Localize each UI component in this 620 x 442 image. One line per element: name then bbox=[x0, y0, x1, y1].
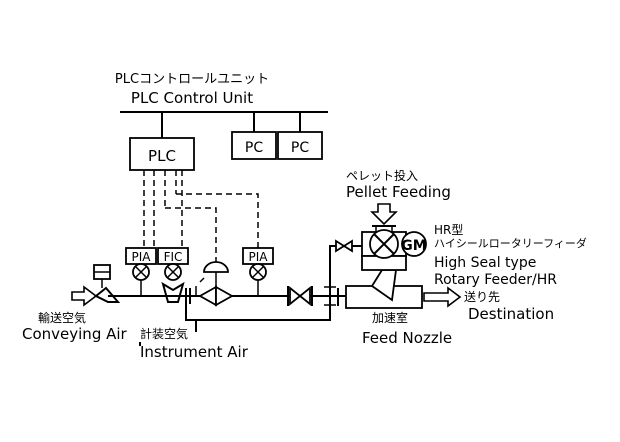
branch-valve-right-icon bbox=[342, 239, 353, 253]
feed-nozzle-en: Feed Nozzle bbox=[362, 329, 452, 347]
pc-box-1-frame bbox=[231, 131, 277, 160]
pellet-label-en: Pellet Feeding bbox=[346, 183, 451, 201]
plc-box-label: PLC bbox=[148, 147, 176, 165]
rotor-x2 bbox=[373, 233, 395, 255]
pellet-label-jp: ペレット投入 bbox=[346, 168, 418, 183]
signal-to-pia-right bbox=[176, 193, 259, 248]
pia-left: PIA bbox=[125, 247, 157, 296]
rotary-feeder: GM bbox=[361, 225, 427, 271]
pc-box-1: PC bbox=[231, 131, 277, 160]
control-valve-right bbox=[215, 285, 234, 307]
pia-right-label: PIA bbox=[249, 250, 269, 264]
inlet-filter bbox=[93, 264, 121, 303]
destination: 送り先 Destination bbox=[423, 286, 554, 323]
check-valve-right-icon bbox=[298, 286, 311, 306]
destination-arrow-icon bbox=[423, 286, 462, 308]
conveying-air-arrow-icon bbox=[71, 285, 98, 307]
feeder-labels: HR型 ハイシールロータリーフィーダ High Seal type Rotary… bbox=[434, 223, 587, 288]
feeder-air-branch bbox=[324, 239, 364, 306]
destination-en: Destination bbox=[468, 305, 554, 323]
feed-nozzle-jp: 加速室 bbox=[372, 310, 408, 325]
feed-nozzle bbox=[337, 269, 423, 309]
instrument-air-en: Instrument Air bbox=[140, 343, 249, 361]
conveying-air-jp: 輸送空気 bbox=[38, 310, 86, 325]
fic-x2 bbox=[166, 265, 180, 279]
feeder-en-line2: Rotary Feeder/HR bbox=[434, 272, 557, 288]
feeder-name-jp: ハイシールロータリーフィーダ bbox=[434, 236, 587, 250]
pc-box-2: PC bbox=[277, 131, 323, 160]
control-valve-left bbox=[198, 285, 217, 307]
instrument-air-loop bbox=[185, 296, 331, 321]
conveying-air-en: Conveying Air bbox=[22, 325, 128, 343]
instrument-air-jp: 計装空気 bbox=[140, 326, 188, 341]
pellet-down-arrow-icon bbox=[370, 203, 398, 226]
pc-box-1-label: PC bbox=[245, 140, 263, 156]
plc-box: PLC bbox=[129, 137, 195, 171]
pc-box-2-frame bbox=[277, 131, 323, 160]
pia-right: PIA bbox=[242, 247, 274, 296]
fic-instrument: FIC bbox=[157, 247, 191, 304]
check-valve-left-icon bbox=[289, 286, 302, 306]
plc-unit-title-jp: PLCコントロールユニット bbox=[115, 72, 269, 87]
conveying-air-arrow bbox=[71, 285, 98, 307]
destination-jp: 送り先 bbox=[464, 289, 500, 304]
gear-motor-icon bbox=[401, 231, 427, 257]
flow-element-icon bbox=[161, 281, 185, 303]
feeder-model: HR型 bbox=[434, 223, 463, 237]
pc-box-2-label: PC bbox=[291, 140, 309, 156]
signal-to-control-valve bbox=[165, 207, 217, 262]
control-valve-tick bbox=[199, 277, 205, 283]
plc-box-frame bbox=[129, 137, 195, 171]
pellet-feeding: ペレット投入 Pellet Feeding bbox=[346, 168, 451, 226]
control-valve bbox=[195, 261, 234, 307]
pia-left-label: PIA bbox=[132, 250, 152, 264]
gear-motor-label: GM bbox=[401, 238, 426, 254]
feeder-en-line1: High Seal type bbox=[434, 255, 536, 271]
bottom-labels: 輸送空気 Conveying Air 計装空気 Instrument Air 加… bbox=[22, 310, 452, 361]
control-valve-actuator-icon bbox=[203, 261, 229, 273]
fic-label: FIC bbox=[164, 250, 183, 264]
pia-right-x2 bbox=[251, 265, 265, 279]
inlet-check-valve-icon bbox=[94, 286, 121, 303]
branch-valve-left-icon bbox=[335, 239, 346, 253]
inline-check-valve bbox=[287, 286, 313, 306]
pia-left-x2 bbox=[134, 265, 148, 279]
plc-control-unit: PLCコントロールユニット PLC Control Unit bbox=[115, 72, 328, 138]
signal-lines bbox=[143, 170, 259, 262]
plc-unit-title-en: PLC Control Unit bbox=[131, 89, 253, 107]
